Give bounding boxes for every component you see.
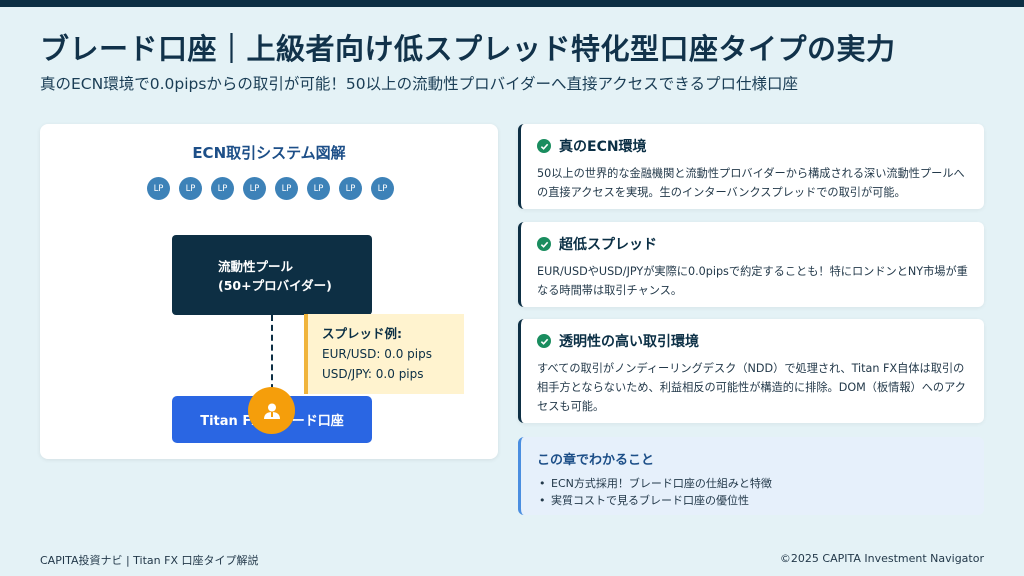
feature-card-ecn: 真のECN環境 50以上の世界的な金融機関と流動性プロバイダーから構成される深い… [518, 124, 984, 209]
user-icon [248, 387, 295, 434]
summary-list: ECN方式採用！ブレード口座の仕組みと特徴 実質コストで見るブレード口座の優位性 [537, 475, 968, 509]
lp-node: LP [179, 177, 202, 200]
spread-eurusd: EUR/USD: 0.0 pips [322, 347, 432, 361]
spread-example-box: スプレッド例: EUR/USD: 0.0 pips USD/JPY: 0.0 p… [304, 314, 464, 394]
lp-node: LP [147, 177, 170, 200]
check-circle-icon [537, 139, 551, 153]
check-circle-icon [537, 237, 551, 251]
summary-item: 実質コストで見るブレード口座の優位性 [537, 492, 968, 509]
footer-copyright: ©2025 CAPITA Investment Navigator [779, 552, 984, 565]
feature-heading: 超低スプレッド [537, 234, 968, 254]
chapter-summary-box: この章でわかること ECN方式採用！ブレード口座の仕組みと特徴 実質コストで見る… [518, 437, 984, 515]
spread-example-title: スプレッド例: [322, 326, 402, 341]
lp-node: LP [307, 177, 330, 200]
feature-heading: 透明性の高い取引環境 [537, 331, 968, 351]
lp-provider-row: LP LP LP LP LP LP LP LP [147, 177, 394, 200]
feature-title: 真のECN環境 [559, 139, 647, 155]
connection-dashed-line [271, 315, 273, 400]
page-subtitle: 真のECN環境で0.0pipsからの取引が可能！50以上の流動性プロバイダーへ直… [40, 75, 798, 93]
pool-provider-count: (50+プロバイダー) [218, 278, 332, 293]
footer-source: CAPITA投資ナビ | Titan FX 口座タイプ解説 [40, 554, 259, 567]
pool-label: 流動性プール [218, 259, 294, 274]
lp-node: LP [243, 177, 266, 200]
lp-node: LP [275, 177, 298, 200]
page-title: ブレード口座｜上級者向け低スプレッド特化型口座タイプの実力 [40, 32, 896, 66]
feature-body: すべての取引がノンディーリングデスク（NDD）で処理され、Titan FX自体は… [537, 362, 966, 413]
diagram-title: ECN取引システム図解 [192, 144, 346, 162]
lp-node: LP [339, 177, 362, 200]
feature-card-transparency: 透明性の高い取引環境 すべての取引がノンディーリングデスク（NDD）で処理され、… [518, 319, 984, 423]
feature-body: 50以上の世界的な金融機関と流動性プロバイダーから構成される深い流動性プールへの… [537, 167, 965, 199]
summary-title: この章でわかること [537, 453, 655, 468]
feature-card-low-spread: 超低スプレッド EUR/USDやUSD/JPYが実際に0.0pipsで約定するこ… [518, 222, 984, 307]
feature-heading: 真のECN環境 [537, 136, 968, 156]
lp-node: LP [371, 177, 394, 200]
liquidity-pool-box: 流動性プール (50+プロバイダー) [172, 235, 372, 315]
feature-title: 透明性の高い取引環境 [559, 334, 699, 350]
feature-body: EUR/USDやUSD/JPYが実際に0.0pipsで約定することも！特にロンド… [537, 265, 968, 297]
feature-title: 超低スプレッド [559, 237, 657, 253]
top-accent-bar [0, 0, 1024, 7]
check-circle-icon [537, 334, 551, 348]
summary-item: ECN方式採用！ブレード口座の仕組みと特徴 [537, 475, 968, 492]
lp-node: LP [211, 177, 234, 200]
ecn-diagram-card: ECN取引システム図解 LP LP LP LP LP LP LP LP 流動性プ… [40, 124, 498, 459]
spread-usdjpy: USD/JPY: 0.0 pips [322, 367, 424, 381]
